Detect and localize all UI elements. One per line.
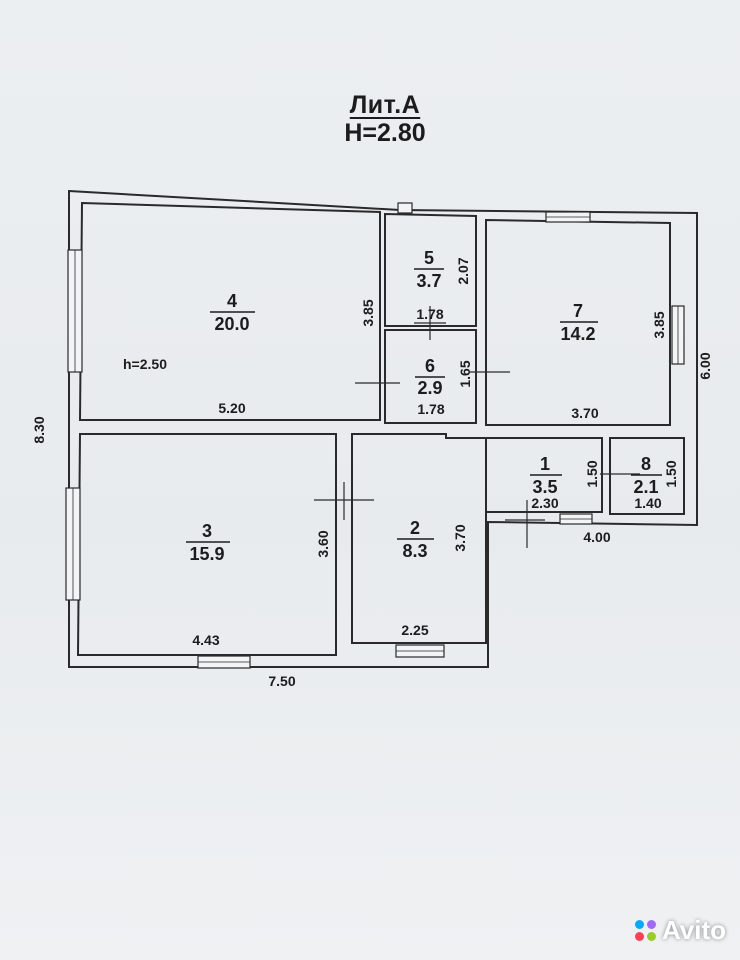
room-8-outline	[609, 437, 685, 515]
overall-left-length: 8.30	[31, 416, 47, 443]
room-8-area: 2.1	[633, 477, 658, 497]
room-8-width: 1.40	[634, 495, 661, 511]
room-1-number: 1	[540, 454, 550, 474]
room-2-area: 8.3	[402, 541, 427, 561]
room-1-area: 3.5	[532, 477, 557, 497]
avito-logo-icon	[634, 920, 656, 941]
room-5-area: 3.7	[416, 271, 441, 291]
room-4-area: 20.0	[214, 314, 249, 334]
room-6-number: 6	[425, 356, 435, 376]
avito-watermark-text: Avito	[661, 915, 726, 945]
window-top-5	[397, 202, 413, 214]
plan-title: Лит.А Н=2.80	[300, 91, 470, 148]
title-height: Н=2.80	[344, 119, 426, 147]
room-1-width: 2.30	[531, 495, 558, 511]
room-3-height: 3.60	[315, 530, 331, 557]
room-5-number: 5	[424, 248, 434, 268]
room-8-number: 8	[641, 454, 651, 474]
room-4-ceiling-height: h=2.50	[123, 356, 167, 372]
room-5-width: 1.78	[416, 306, 443, 322]
room-2-number: 2	[410, 518, 420, 538]
room-4-height: 3.85	[360, 299, 376, 326]
room-6-width: 1.78	[417, 401, 444, 417]
room-4-width: 5.20	[218, 400, 245, 416]
room-7-height: 3.85	[651, 311, 667, 338]
room-6-height: 1.65	[457, 360, 473, 387]
overall-right-length: 6.00	[697, 352, 713, 379]
room-5-height: 2.07	[455, 257, 471, 284]
room-4-number: 4	[227, 291, 237, 311]
room-7-width: 3.70	[571, 405, 598, 421]
room-7-area: 14.2	[560, 324, 595, 344]
room-2-height: 3.70	[452, 524, 468, 551]
room-7-outline	[485, 218, 671, 426]
room-2-width: 2.25	[401, 622, 428, 638]
title-lit: Лит.А	[349, 91, 421, 119]
room-5-outline	[384, 212, 477, 327]
room-3-number: 3	[202, 521, 212, 541]
room-7-number: 7	[573, 301, 583, 321]
room-3-width: 4.43	[192, 632, 219, 648]
room-1-height: 1.50	[584, 460, 600, 487]
room-6-area: 2.9	[417, 378, 442, 398]
outer-wall	[68, 189, 698, 668]
overall-bottom-length: 7.50	[268, 673, 295, 689]
room-3-area: 15.9	[189, 544, 224, 564]
room-8-height: 1.50	[663, 460, 679, 487]
avito-watermark: Avito	[634, 915, 726, 946]
room-6-outline	[384, 329, 477, 424]
annex-bottom-length: 4.00	[583, 529, 610, 545]
room-1-outline	[485, 437, 603, 513]
